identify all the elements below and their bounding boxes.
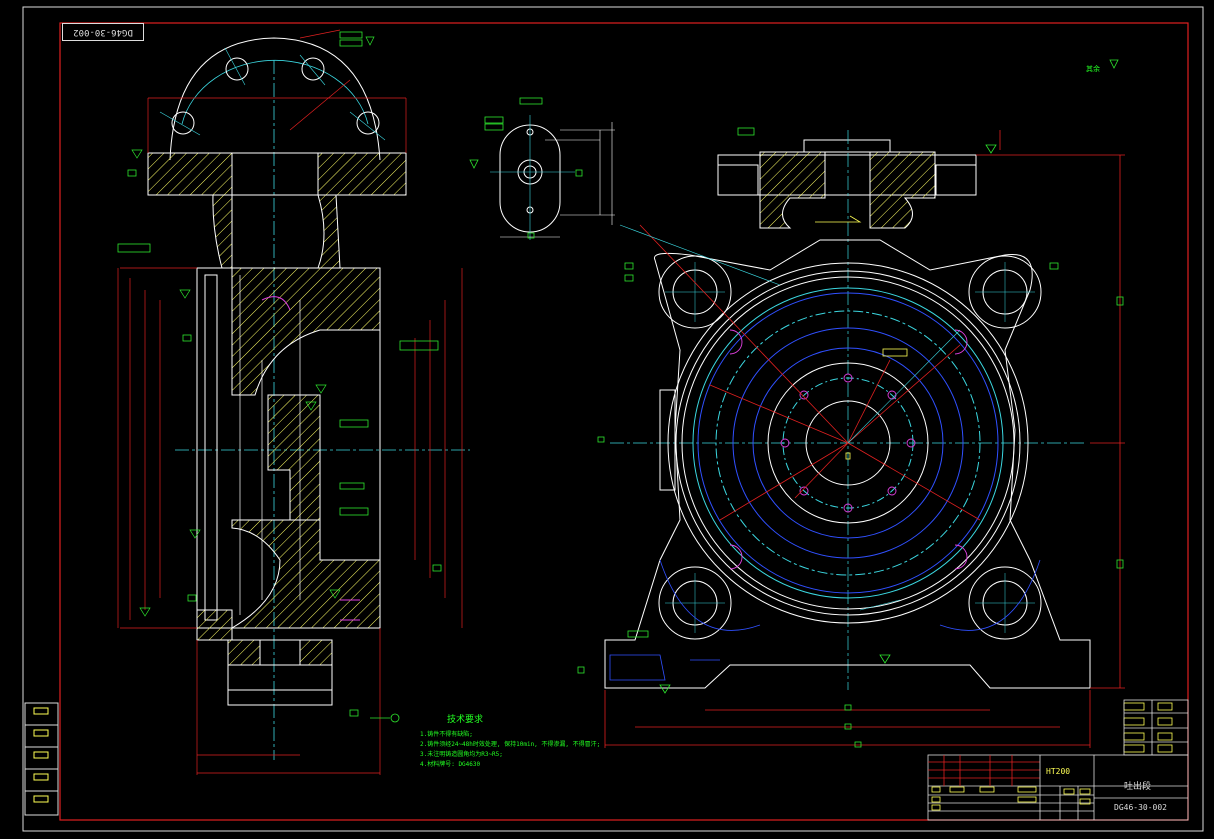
note-3: 3.未注明铸造圆角均为R3~R5; [420,751,503,758]
note-2: 2.铸件须经24~48h时效处理, 保持10min, 不得渗漏, 不得冒汗; [420,741,601,748]
drawing-code-rotated: DG46-30-002 [62,23,144,41]
note-1: 1.铸件不得有缺陷; [420,731,473,738]
title-block-part-name: 吐出段 [1124,782,1152,792]
note-4: 4.材料牌号: DG4630 [420,761,481,768]
binding-strip [24,702,59,816]
title-block-material: HT200 [1046,767,1071,776]
title-block [927,699,1189,821]
section-view [117,29,470,775]
notes-title: 技术要求 [447,715,484,725]
roughness-symbol-icon: 其余 [1086,65,1100,73]
outer-frame [22,6,1204,832]
detail-view [469,97,615,240]
front-view [577,59,1173,753]
title-block-drawing-no: DG46-30-002 [1114,803,1167,812]
